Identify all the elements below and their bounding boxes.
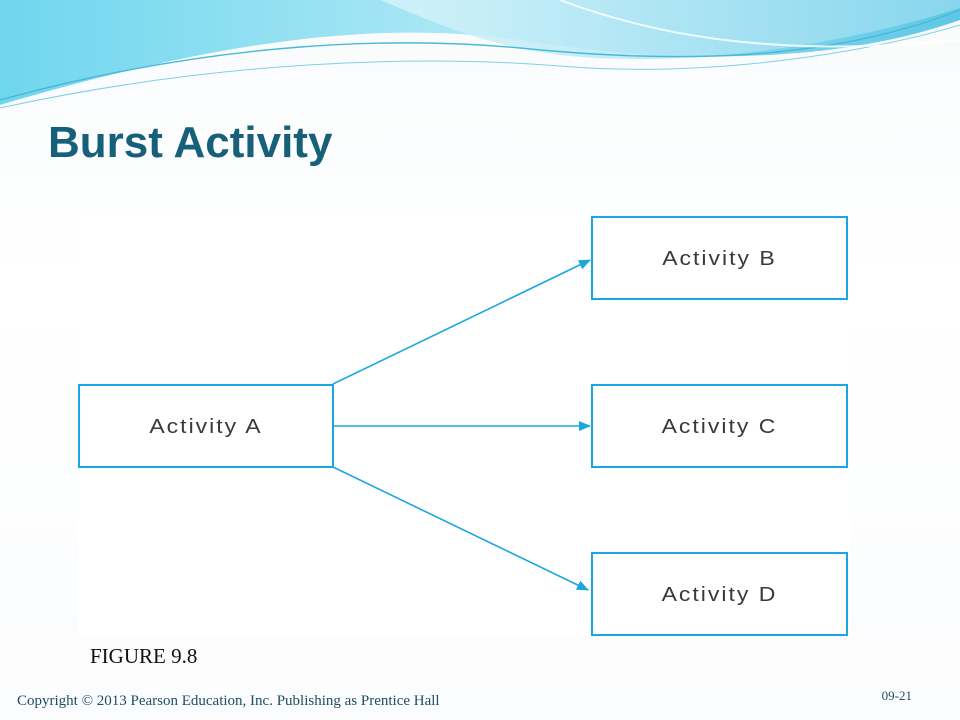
node-activity-d: Activity D xyxy=(591,552,848,636)
slide-number: 09-21 xyxy=(881,688,912,703)
copyright-footer: Copyright © 2013 Pearson Education, Inc.… xyxy=(17,693,440,709)
burst-activity-diagram: Activity A Activity B Activity C Activit… xyxy=(78,214,850,636)
header-wave-decoration xyxy=(0,0,960,109)
diagram-connectors xyxy=(332,259,591,591)
node-label: Activity A xyxy=(149,414,263,437)
node-label: Activity D xyxy=(661,582,778,605)
node-label: Activity C xyxy=(661,414,778,437)
slide-title: Burst Activity xyxy=(48,118,333,167)
arrow-a-to-b xyxy=(332,259,591,385)
figure-caption: FIGURE 9.8 xyxy=(90,644,198,668)
arrow-a-to-d xyxy=(332,466,589,591)
node-activity-c: Activity C xyxy=(591,384,848,468)
node-activity-a: Activity A xyxy=(78,384,334,468)
node-label: Activity B xyxy=(662,246,777,269)
node-activity-b: Activity B xyxy=(591,216,848,300)
